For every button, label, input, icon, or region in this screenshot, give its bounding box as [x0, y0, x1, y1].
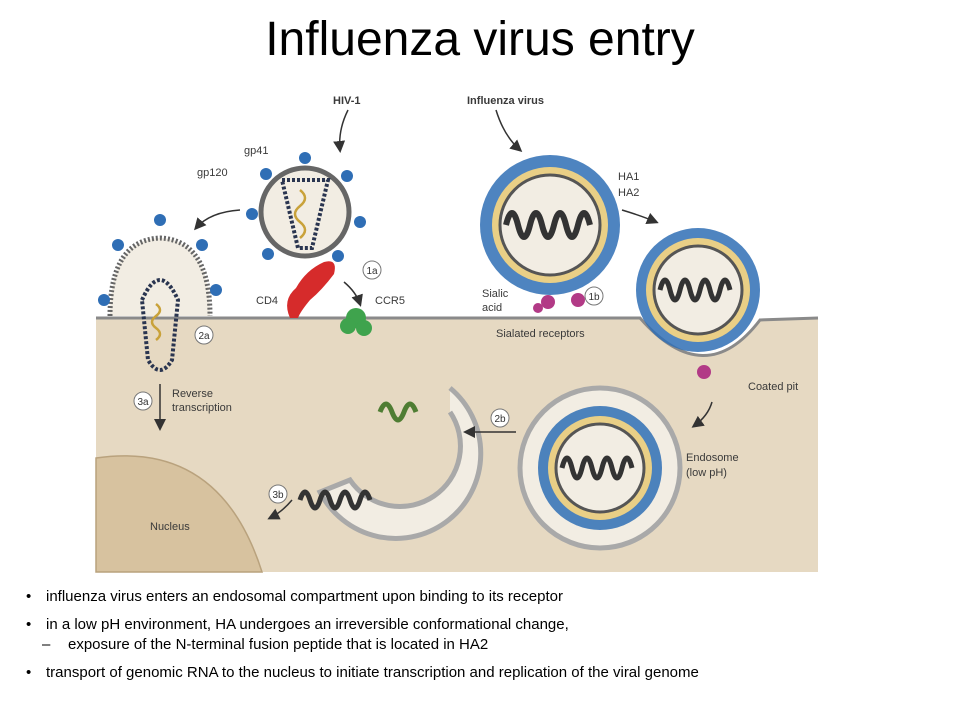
svg-text:3a: 3a [137, 397, 149, 408]
label-sialated-receptors: Sialated receptors [496, 328, 585, 340]
nucleus-shape [95, 455, 264, 573]
label-transcription: transcription [172, 402, 232, 414]
bullet-item: • in a low pH environment, HA undergoes a… [26, 616, 946, 634]
bullet-item: • transport of genomic RNA to the nucleus… [26, 664, 946, 682]
arrow-hiv-bud [194, 209, 241, 231]
hiv-budding-virion [98, 214, 222, 372]
bullet-marker: • [26, 616, 32, 633]
label-ha2: HA2 [618, 187, 639, 199]
label-coated-pit: Coated pit [748, 381, 798, 393]
virus-entry-diagram: HIV-1 Influenza virus gp41 gp120 HA1 HA2… [95, 95, 819, 573]
label-hiv: HIV-1 [333, 95, 361, 107]
arrow-hiv-approach [333, 109, 349, 153]
svg-text:2a: 2a [198, 331, 210, 342]
label-reverse: Reverse [172, 388, 213, 400]
cd4-receptor [287, 261, 335, 318]
label-gp41: gp41 [244, 145, 268, 157]
bullet-list: • influenza virus enters an endosomal com… [26, 588, 946, 692]
arrow-ccr5 [343, 281, 363, 307]
sub-bullet-item: –exposure of the N-terminal fusion pepti… [26, 636, 946, 654]
influenza-virion-1 [480, 155, 620, 295]
influenza-endosome [517, 385, 683, 551]
svg-text:3b: 3b [272, 490, 284, 501]
sub-bullet-marker: – [42, 636, 51, 653]
sub-bullet-text: exposure of the N-terminal fusion peptid… [68, 636, 489, 653]
slide-title: Influenza virus entry [265, 13, 695, 66]
influenza-virion-coated-pit [636, 228, 760, 379]
step-3a: 3a [133, 391, 153, 411]
bullet-text: transport of genomic RNA to the nucleus … [46, 664, 699, 681]
label-cd4: CD4 [256, 295, 278, 307]
label-low-ph: (low pH) [686, 467, 727, 479]
svg-text:2b: 2b [494, 414, 506, 425]
label-acid: acid [482, 302, 502, 314]
step-2a: 2a [194, 325, 214, 345]
bullet-marker: • [26, 664, 32, 681]
bullet-marker: • [26, 588, 32, 605]
step-2b: 2b [490, 408, 510, 428]
svg-text:1b: 1b [588, 292, 600, 303]
step-3b: 3b [268, 484, 288, 504]
hiv-virion [246, 152, 366, 262]
sialic-acid-receptors [533, 293, 585, 313]
arrow-flu-approach [495, 109, 523, 152]
label-sialic: Sialic [482, 288, 509, 300]
label-nucleus: Nucleus [150, 521, 190, 533]
bullet-item: • influenza virus enters an endosomal com… [26, 588, 946, 606]
influenza-fusing-endosome [297, 386, 484, 541]
ccr5-receptor [340, 308, 372, 336]
label-endosome: Endosome [686, 452, 739, 464]
label-ccr5: CCR5 [375, 295, 405, 307]
arrow-pit-endosome [691, 401, 713, 428]
label-ha1: HA1 [618, 171, 639, 183]
arrow-to-nucleus-flu [267, 499, 293, 520]
bullet-text: influenza virus enters an endosomal comp… [46, 588, 563, 605]
label-gp120: gp120 [197, 167, 228, 179]
step-1b: 1b [584, 286, 604, 306]
arrow-flu-pit [621, 209, 659, 224]
step-1a: 1a [362, 260, 382, 280]
svg-text:1a: 1a [366, 266, 378, 277]
label-influenza: Influenza virus [467, 95, 544, 107]
bullet-text: in a low pH environment, HA undergoes an… [46, 616, 569, 633]
